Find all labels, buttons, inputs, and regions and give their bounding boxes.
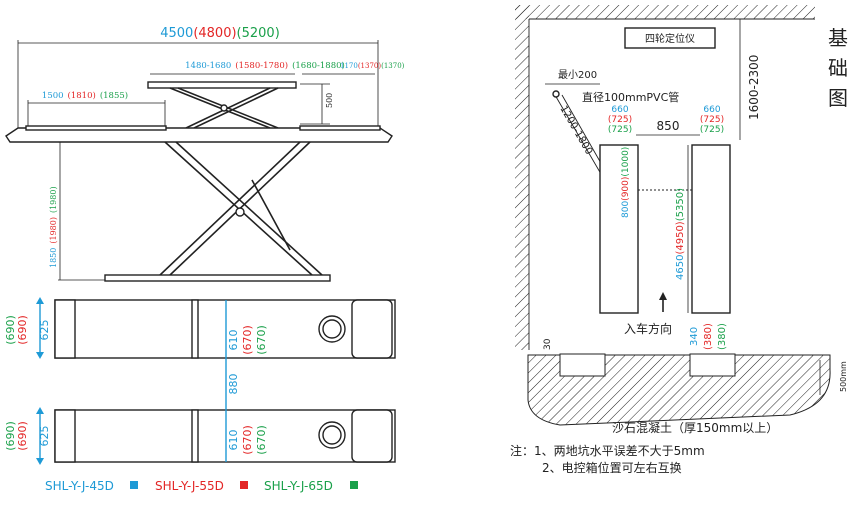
side-500-label: 500mm <box>839 361 848 392</box>
height-label: 1850(1980)(1980) <box>49 186 58 268</box>
direction-label: 入车方向 <box>624 321 672 336</box>
pit-left <box>599 144 639 314</box>
pipe-label: 直径100mmPVC管 <box>582 90 679 104</box>
ext-height-label: 500 <box>325 93 334 108</box>
width-bot-45: 625 <box>38 426 51 447</box>
legend-65-label: SHL-Y-J-65D <box>264 479 333 493</box>
foundation-plan: 基 础 图 四轮定位仪 1600-2300 最小200 直径100mmPVC管 … <box>510 5 848 475</box>
pit-left-len: 800(900)(1000) <box>621 147 631 218</box>
pit-right-w-45: 660 <box>703 105 720 115</box>
pit-right-w-55: (725) <box>700 115 724 125</box>
width-bot2-45: 610 <box>227 430 240 451</box>
depth-45: 340 <box>689 327 700 346</box>
top-length-label: 1480-1680(1580-1780)(1680-1880) <box>185 60 345 71</box>
side-30-label: 30 <box>543 338 553 350</box>
pit-right-len: 4650(4950)(5350) <box>675 188 686 280</box>
legend-55-label: SHL-Y-J-55D <box>155 479 224 493</box>
title-char-1: 基 <box>828 26 848 50</box>
pit-left-w-55: (725) <box>608 115 632 125</box>
platform-length-label: 1500(1810)(1855) <box>42 90 128 101</box>
depth-55: (380) <box>703 323 714 350</box>
runway-plan: (690) (690) 625 (690) (690) 625 610 (670… <box>4 297 396 465</box>
pit-right <box>691 144 731 314</box>
concrete-label: 沙石混凝土（厚150mm以上） <box>612 420 778 435</box>
width-mid-65: (670) <box>255 325 268 355</box>
aligner-label: 四轮定位仪 <box>645 32 695 45</box>
width-top-65: (690) <box>4 315 17 345</box>
gap-label: 880 <box>227 374 240 395</box>
legend-65-swatch <box>350 481 358 489</box>
title-char-2: 础 <box>828 56 848 80</box>
legend: SHL-Y-J-45D SHL-Y-J-55D SHL-Y-J-65D <box>45 479 358 493</box>
aligner-box <box>624 27 716 49</box>
width-bot2-65: (670) <box>255 425 268 455</box>
note-1: 注：1、两地坑水平误差不大于5mm <box>510 443 705 458</box>
width-mid-55: (670) <box>241 325 254 355</box>
width-bot-55: (690) <box>16 421 29 451</box>
depth-65: (380) <box>717 323 728 350</box>
width-bot2-55: (670) <box>241 425 254 455</box>
width-top-55: (690) <box>16 315 29 345</box>
note-2: 2、电控箱位置可左右互换 <box>542 460 682 475</box>
pit-gap-label: 850 <box>657 119 680 133</box>
runway-bottom <box>54 409 396 463</box>
pit-left-w-45: 660 <box>611 105 628 115</box>
depth-range-label: 1600-2300 <box>747 55 761 120</box>
title-char-3: 图 <box>828 86 848 110</box>
legend-45-swatch <box>130 481 138 489</box>
pit-right-w-65: (725) <box>700 125 724 135</box>
legend-55-swatch <box>240 481 248 489</box>
width-bot-65: (690) <box>4 421 17 451</box>
width-top-45: 625 <box>38 320 51 341</box>
pit-left-w-65: (725) <box>608 125 632 135</box>
total-length-label: 4500(4800)(5200) <box>160 26 280 41</box>
min-dist-label: 最小200 <box>558 69 597 81</box>
width-mid-45: 610 <box>227 330 240 351</box>
small-length-label: 1170(1370)(1370) <box>340 62 405 70</box>
legend-45-label: SHL-Y-J-45D <box>45 479 114 493</box>
lift-elevation: 4500(4800)(5200) 1480-1680(1580-1780)(16… <box>5 26 405 282</box>
